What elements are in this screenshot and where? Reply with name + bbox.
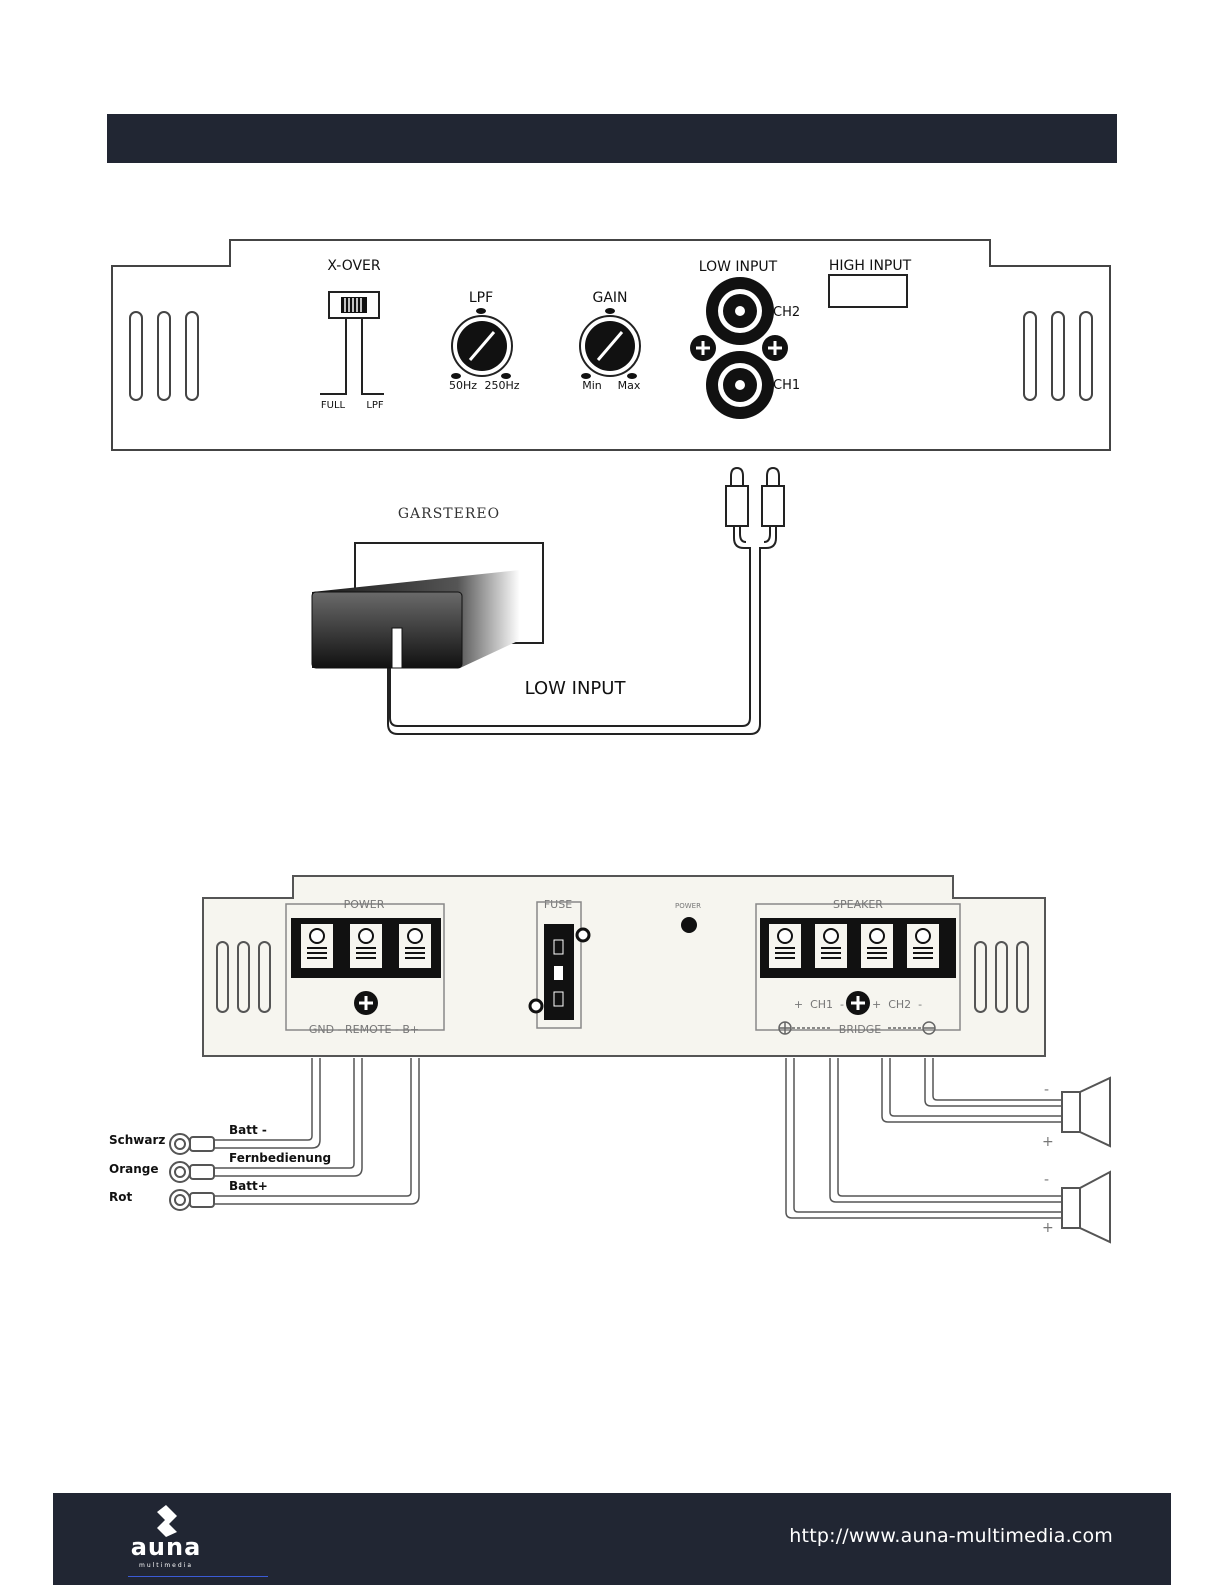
ch1-label: CH1 (773, 378, 800, 393)
power-led-label: POWER (675, 902, 701, 910)
wire-function-label: Fernbedienung (229, 1151, 331, 1165)
ring-terminal-icon (170, 1162, 214, 1182)
rca-jack-ch2[interactable] (706, 277, 774, 345)
speaker-plus-label: + (1042, 1134, 1054, 1150)
wire-color-label: Schwarz (109, 1133, 165, 1147)
logo-word: auna (111, 1533, 221, 1561)
wire-color-label: Orange (109, 1162, 159, 1176)
lpf-min-label: 50Hz (449, 379, 477, 392)
power-block-label: POWER (344, 898, 385, 911)
bridge-label: BRIDGE (839, 1023, 881, 1036)
speaker-wires (786, 1058, 1062, 1218)
screw-icon (690, 335, 716, 361)
speaker-icon (1062, 1078, 1110, 1146)
xover-switch[interactable] (329, 292, 379, 318)
front-panel: X-OVER FULL LPF LPF 50Hz 250Hz GAIN (112, 240, 1110, 450)
screw-icon (762, 335, 788, 361)
footer-bar: auna multimedia http://www.auna-multimed… (53, 1493, 1171, 1585)
xover-lpf-label: LPF (366, 400, 384, 411)
high-input-connector[interactable] (829, 275, 907, 307)
logo-mark-icon (111, 1503, 221, 1537)
wire-function-label: Batt - (229, 1123, 267, 1137)
footer-url-link[interactable]: http://www.auna-multimedia.com (789, 1525, 1113, 1547)
low-input-label: LOW INPUT (699, 259, 778, 275)
rca-jack-ch1[interactable] (706, 351, 774, 419)
ring-terminal-icon (170, 1134, 214, 1154)
wire-function-label: Batt+ (229, 1179, 268, 1193)
car-stereo: GARSTEREO (312, 506, 543, 668)
speaker-icon (1062, 1172, 1110, 1242)
speaker-minus-label: - (1044, 1082, 1049, 1098)
speaker-plus-label: + (1042, 1220, 1054, 1236)
stereo-label: GARSTEREO (398, 506, 500, 522)
terminal-ch1-minus[interactable] (815, 924, 847, 968)
fuse-label: FUSE (544, 898, 572, 911)
speaker-minus-label: - (1044, 1172, 1049, 1188)
gain-label: GAIN (592, 290, 627, 306)
auna-logo: auna multimedia (111, 1503, 221, 1579)
terminal-ch2-plus[interactable] (861, 924, 893, 968)
high-input-label: HIGH INPUT (829, 258, 912, 274)
power-led (681, 917, 697, 933)
logo-sub: multimedia (111, 1562, 221, 1569)
lpf-label: LPF (469, 290, 493, 306)
screw-icon (354, 991, 378, 1015)
gain-min-label: Min (582, 379, 602, 392)
logo-underline (128, 1576, 268, 1577)
rear-panel: POWER GND - REMOTE - B+ FUSE (203, 876, 1045, 1056)
speaker-channels-label: + CH1 - + CH2 - (794, 998, 922, 1011)
ring-terminal-icon (170, 1190, 214, 1210)
terminal-remote[interactable] (350, 924, 382, 968)
terminal-ch1-plus[interactable] (769, 924, 801, 968)
xover-full-label: FULL (321, 400, 346, 411)
speaker-block-label: SPEAKER (833, 898, 883, 911)
terminal-gnd[interactable] (301, 924, 333, 968)
wire-color-label: Rot (109, 1190, 132, 1204)
lpf-max-label: 250Hz (484, 379, 519, 392)
low-input-wire-label: LOW INPUT (525, 678, 627, 699)
terminal-b-plus[interactable] (399, 924, 431, 968)
xover-label: X-OVER (327, 258, 381, 274)
ch2-label: CH2 (773, 305, 800, 320)
gain-max-label: Max (618, 379, 641, 392)
terminal-ch2-minus[interactable] (907, 924, 939, 968)
power-terminals-label: GND - REMOTE - B+ (309, 1023, 419, 1036)
